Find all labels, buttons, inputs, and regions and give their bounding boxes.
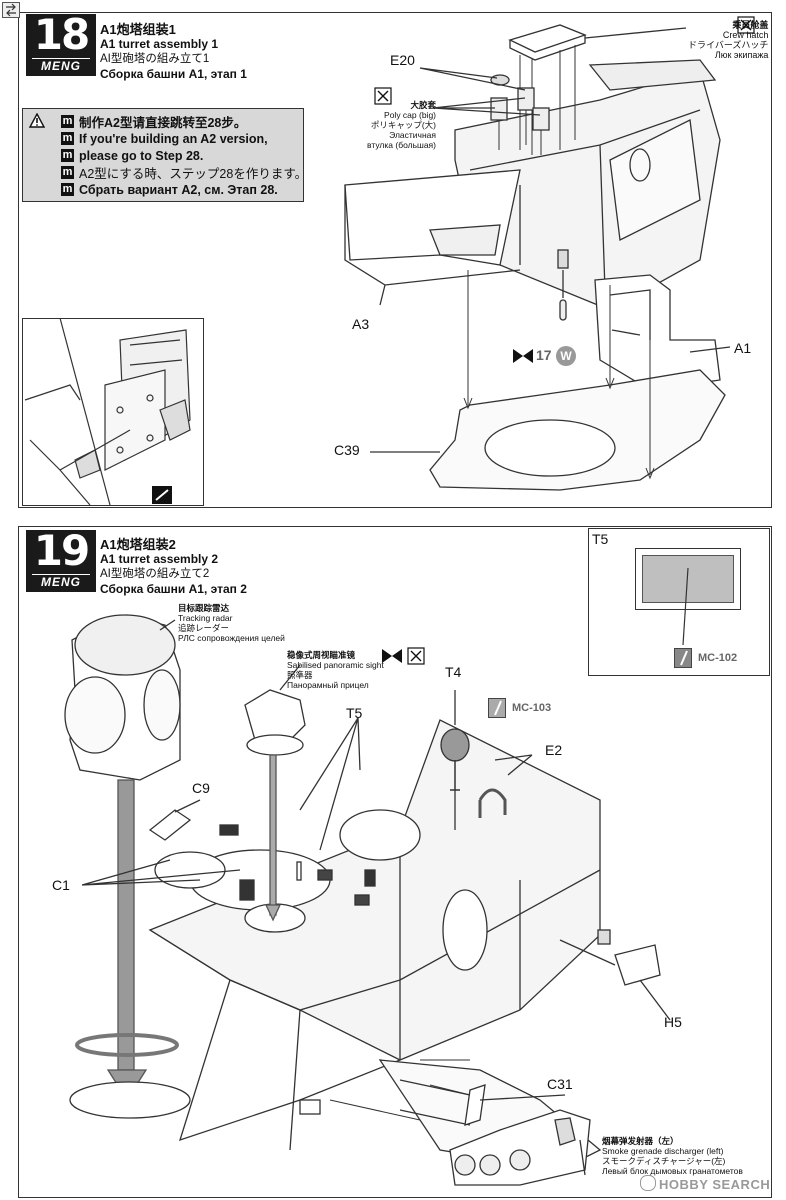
title-jp: AI型砲塔の組み立て1 xyxy=(100,53,210,65)
step-19-frame xyxy=(18,526,772,1198)
language-marker-icon: m xyxy=(61,149,74,162)
language-marker-icon: m xyxy=(61,115,74,128)
inset-t5-label: T5 xyxy=(592,531,609,547)
title-en: A1 turret assembly 1 xyxy=(100,37,219,51)
part-e2: E2 xyxy=(545,742,563,758)
title-ru: Сборка башни А1, этап 1 xyxy=(100,67,247,81)
panoramic-sight-label: 稳像式周视瞄准镜 Sabilised panoramic sight 照準器 П… xyxy=(287,650,384,690)
title-ru: Сборка башни А1, этап 2 xyxy=(100,582,247,596)
tracking-radar-label: 目标跟踪雷达 Tracking radar 追跡レーダー РЛС сопрово… xyxy=(178,603,285,643)
step-18-frame xyxy=(18,12,772,508)
part-c9: C9 xyxy=(192,780,210,796)
paint-brush-icon xyxy=(488,698,506,718)
warning-line-cn: 制作A2型请直接跳转至28步。 xyxy=(79,116,247,130)
language-marker-icon: m xyxy=(61,132,74,145)
step-number: 19 xyxy=(33,526,90,575)
part-t5: T5 xyxy=(346,705,363,721)
detail-inset xyxy=(22,318,204,506)
title-en: A1 turret assembly 2 xyxy=(100,552,219,566)
warning-line-en-2: please go to Step 28. xyxy=(79,148,204,163)
language-marker-icon: m xyxy=(61,166,74,179)
brand-logo: MENG xyxy=(32,574,90,589)
runner-marker-icon xyxy=(382,649,402,663)
part-c31: C31 xyxy=(547,1076,573,1092)
part-a1: A1 xyxy=(734,340,752,356)
watermark: HOBBY SEARCH xyxy=(640,1175,770,1192)
title-jp: AI型砲塔の組み立て2 xyxy=(100,568,210,580)
t5-part-drawing xyxy=(635,548,741,610)
step-18-title: A1炮塔组装1 A1 turret assembly 1 AI型砲塔の組み立て1… xyxy=(100,22,247,82)
title-cn: A1炮塔组装1 xyxy=(100,22,176,37)
runner-marker-icon xyxy=(513,349,533,363)
step-19-title: A1炮塔组装2 A1 turret assembly 2 AI型砲塔の組み立て2… xyxy=(100,537,247,597)
part-h5: H5 xyxy=(664,1014,682,1030)
step-18-badge: 18 MENG xyxy=(26,10,96,76)
runner-number: 17 xyxy=(536,347,552,363)
paint-mc103: MC-103 xyxy=(488,698,551,718)
smoke-discharger-label: 烟幕弹发射器（左） Smoke grenade discharger (left… xyxy=(602,1136,743,1176)
part-c1: C1 xyxy=(52,877,70,893)
step-number: 18 xyxy=(33,10,90,59)
part-t4: T4 xyxy=(445,664,462,680)
part-e20: E20 xyxy=(390,52,415,68)
warning-line-ru: Сбрать вариант А2, см. Этап 28. xyxy=(79,182,278,197)
part-c39: C39 xyxy=(334,442,360,458)
warning-line-jp: A2型にする時、ステップ28を作ります。 xyxy=(79,167,308,181)
title-cn: A1炮塔组装2 xyxy=(100,537,176,552)
warning-icon xyxy=(29,113,45,129)
paint-mc102: MC-102 xyxy=(674,648,737,668)
nav-arrow-icon[interactable] xyxy=(2,2,20,18)
brand-logo: MENG xyxy=(32,58,90,73)
a2-warning-box: m 制作A2型请直接跳转至28步。 m If you're building an … xyxy=(22,108,308,202)
step-19-badge: 19 MENG xyxy=(26,526,96,592)
warning-line-en-1: If you're building an A2 version, xyxy=(79,131,268,146)
runner-w-badge: W xyxy=(556,346,576,366)
t5-inset xyxy=(588,528,770,676)
part-a3: A3 xyxy=(352,316,370,332)
poly-cap-label: 大胶套 Poly cap (big) ポリキャップ(大) Эластичная … xyxy=(367,100,436,150)
crew-hatch-label: 乘员舱盖 Crew hatch ドライバーズハッチ Люк экипажа xyxy=(688,20,769,60)
language-marker-icon: m xyxy=(61,183,74,196)
paint-brush-icon xyxy=(674,648,692,668)
